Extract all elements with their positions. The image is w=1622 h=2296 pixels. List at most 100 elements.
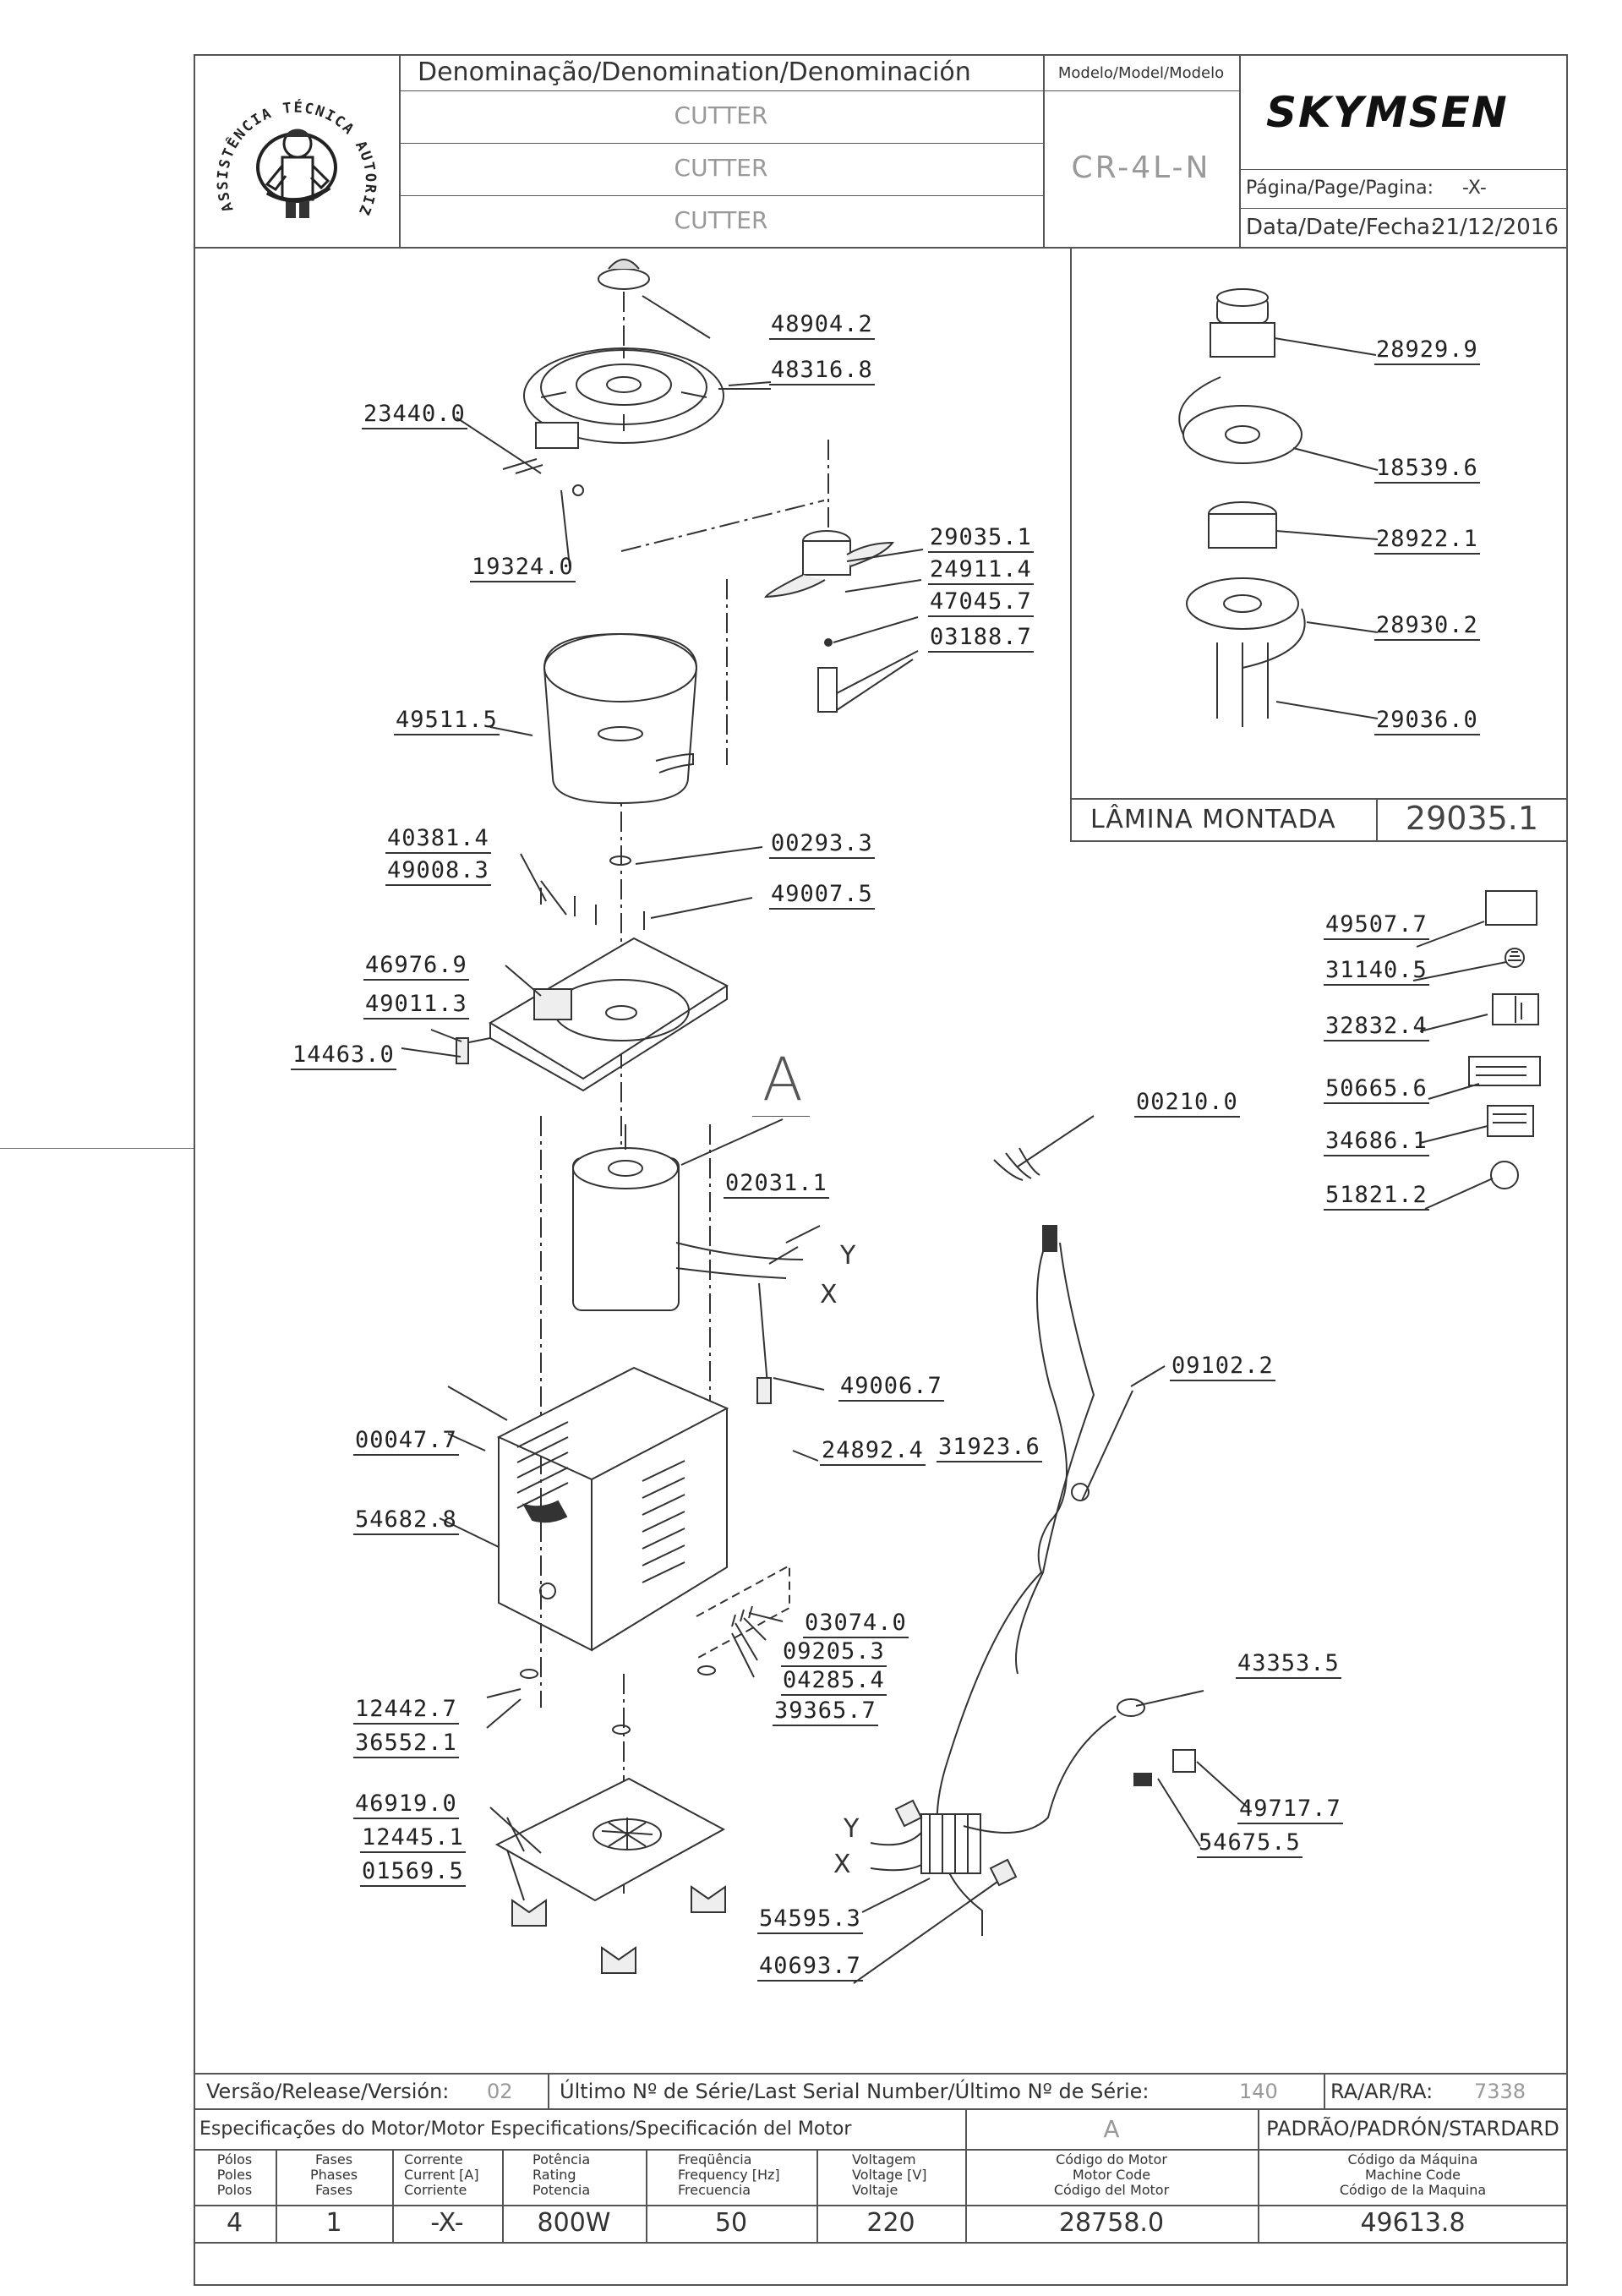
part-43353-5: 43353.5 [1236, 1650, 1341, 1679]
part-12442-7: 12442.7 [353, 1696, 459, 1725]
blade-part-28930-2: 28930.2 [1374, 612, 1480, 641]
part-03188-7: 03188.7 [928, 624, 1034, 653]
part-47045-7: 47045.7 [928, 588, 1034, 617]
header-row-line-2 [399, 143, 1043, 144]
part-36552-1: 36552.1 [353, 1730, 459, 1758]
part-49011-3: 49011.3 [363, 991, 469, 1020]
part-00293-3: 00293.3 [769, 830, 875, 859]
footer-v-col5 [816, 2149, 818, 2242]
footer-v-standard [1258, 2108, 1259, 2242]
header-divider-model [1043, 54, 1045, 247]
part-19324-0: 19324.0 [470, 554, 576, 582]
brand-line-2 [1239, 208, 1568, 209]
blade-part-28929-9: 28929.9 [1374, 336, 1480, 365]
page-label: Página/Page/Pagina: [1246, 178, 1434, 199]
model-label: Modelo/Model/Modelo [1057, 64, 1225, 82]
part-01569-5: 01569.5 [360, 1858, 466, 1887]
footer-line-4 [194, 2205, 1568, 2206]
denomination-row-1: CUTTER [674, 101, 768, 129]
ra-value: 7338 [1474, 2080, 1526, 2103]
part-23440-0: 23440.0 [362, 401, 467, 429]
version-value: 02 [487, 2080, 513, 2103]
contactor-label-x: X [833, 1850, 851, 1879]
footer-v-ra [1324, 2073, 1325, 2108]
header-divider-brand [1239, 54, 1241, 247]
part-34686-1: 34686.1 [1324, 1128, 1429, 1156]
part-40381-4: 40381.4 [385, 825, 491, 854]
value-current: -X- [430, 2208, 464, 2238]
part-46976-9: 46976.9 [363, 952, 469, 981]
value-phases: 1 [325, 2208, 342, 2238]
part-49717-7: 49717.7 [1237, 1796, 1343, 1824]
blade-assembly-panel [1070, 247, 1568, 842]
motor-letter: A [1103, 2115, 1120, 2143]
part-04285-4: 04285.4 [781, 1667, 887, 1696]
part-00047-7: 00047.7 [353, 1427, 459, 1456]
value-poles: 4 [226, 2208, 243, 2238]
serial-value: 140 [1239, 2080, 1278, 2103]
wire-label-y: Y [840, 1241, 856, 1271]
standard-label: PADRÃO/PADRÓN/STARDARD [1266, 2117, 1559, 2140]
part-09102-2: 09102.2 [1170, 1353, 1275, 1381]
ra-label: RA/AR/RA: [1330, 2080, 1434, 2103]
page-value: -X- [1462, 178, 1487, 199]
part-39365-7: 39365.7 [773, 1697, 878, 1726]
part-48904-2: 48904.2 [769, 311, 875, 340]
part-09205-3: 09205.3 [781, 1638, 887, 1667]
footer-v-col1 [276, 2149, 277, 2242]
blade-panel-divider [1070, 798, 1568, 800]
version-label: Versão/Release/Versión: [206, 2080, 450, 2103]
header-divider-logo [399, 54, 401, 247]
value-motor-code: 28758.0 [1058, 2208, 1165, 2238]
authorized-service-logo: ASSISTÊNCIA TÉCNICA AUTORIZADA [203, 66, 377, 219]
blade-part-18539-6: 18539.6 [1374, 455, 1480, 484]
part-50665-6: 50665.6 [1324, 1075, 1429, 1104]
header-bottom-line [194, 247, 1568, 249]
part-02031-1: 02031.1 [724, 1170, 829, 1199]
value-frequency: 50 [714, 2208, 748, 2238]
assembled-blade-code: 29035.1 [1405, 800, 1539, 837]
part-46919-0: 46919.0 [353, 1790, 459, 1819]
footer-v-version [548, 2073, 549, 2108]
motor-callout-a: A [762, 1045, 803, 1114]
part-54675-5: 54675.5 [1197, 1829, 1303, 1858]
model-label-line [1043, 90, 1239, 91]
date-value: 21/12/2016 [1432, 215, 1559, 240]
footer-line-3 [194, 2149, 1568, 2151]
footer-v-col4 [646, 2149, 647, 2242]
footer-line-5 [194, 2242, 1568, 2244]
part-54682-8: 54682.8 [353, 1506, 459, 1535]
part-54595-3: 54595.3 [757, 1905, 863, 1934]
part-49507-7: 49507.7 [1324, 911, 1429, 940]
blade-part-28922-1: 28922.1 [1374, 526, 1480, 555]
part-51821-2: 51821.2 [1324, 1182, 1429, 1211]
denomination-row-3: CUTTER [674, 206, 768, 234]
footer-line-2 [194, 2108, 1568, 2110]
part-31923-6: 31923.6 [937, 1434, 1042, 1462]
part-32832-4: 32832.4 [1324, 1013, 1429, 1041]
part-48316-8: 48316.8 [769, 357, 875, 385]
part-24911-4: 24911.4 [928, 556, 1034, 585]
part-14463-0: 14463.0 [291, 1041, 396, 1070]
part-31140-5: 31140.5 [1324, 957, 1429, 986]
value-rating: 800W [537, 2208, 611, 2238]
footer-v-col2 [392, 2149, 394, 2242]
contactor-label-y: Y [844, 1814, 860, 1844]
assembled-blade-label: LÂMINA MONTADA [1090, 805, 1336, 834]
serial-label: Último Nº de Série/Last Serial Number/Úl… [560, 2080, 1150, 2103]
denomination-row-2: CUTTER [674, 154, 768, 182]
date-label: Data/Date/Fecha: [1246, 215, 1438, 240]
motor-callout-underline [752, 1116, 810, 1117]
footer-top-line [194, 2073, 1568, 2075]
part-40693-7: 40693.7 [757, 1953, 863, 1982]
brand-logo: SKYMSEN [1266, 88, 1509, 137]
header-row-line-1 [399, 90, 1043, 91]
part-49007-5: 49007.5 [769, 881, 875, 910]
part-29035-1: 29035.1 [928, 524, 1034, 553]
value-voltage: 220 [866, 2208, 915, 2238]
header-row-line-3 [399, 195, 1043, 196]
